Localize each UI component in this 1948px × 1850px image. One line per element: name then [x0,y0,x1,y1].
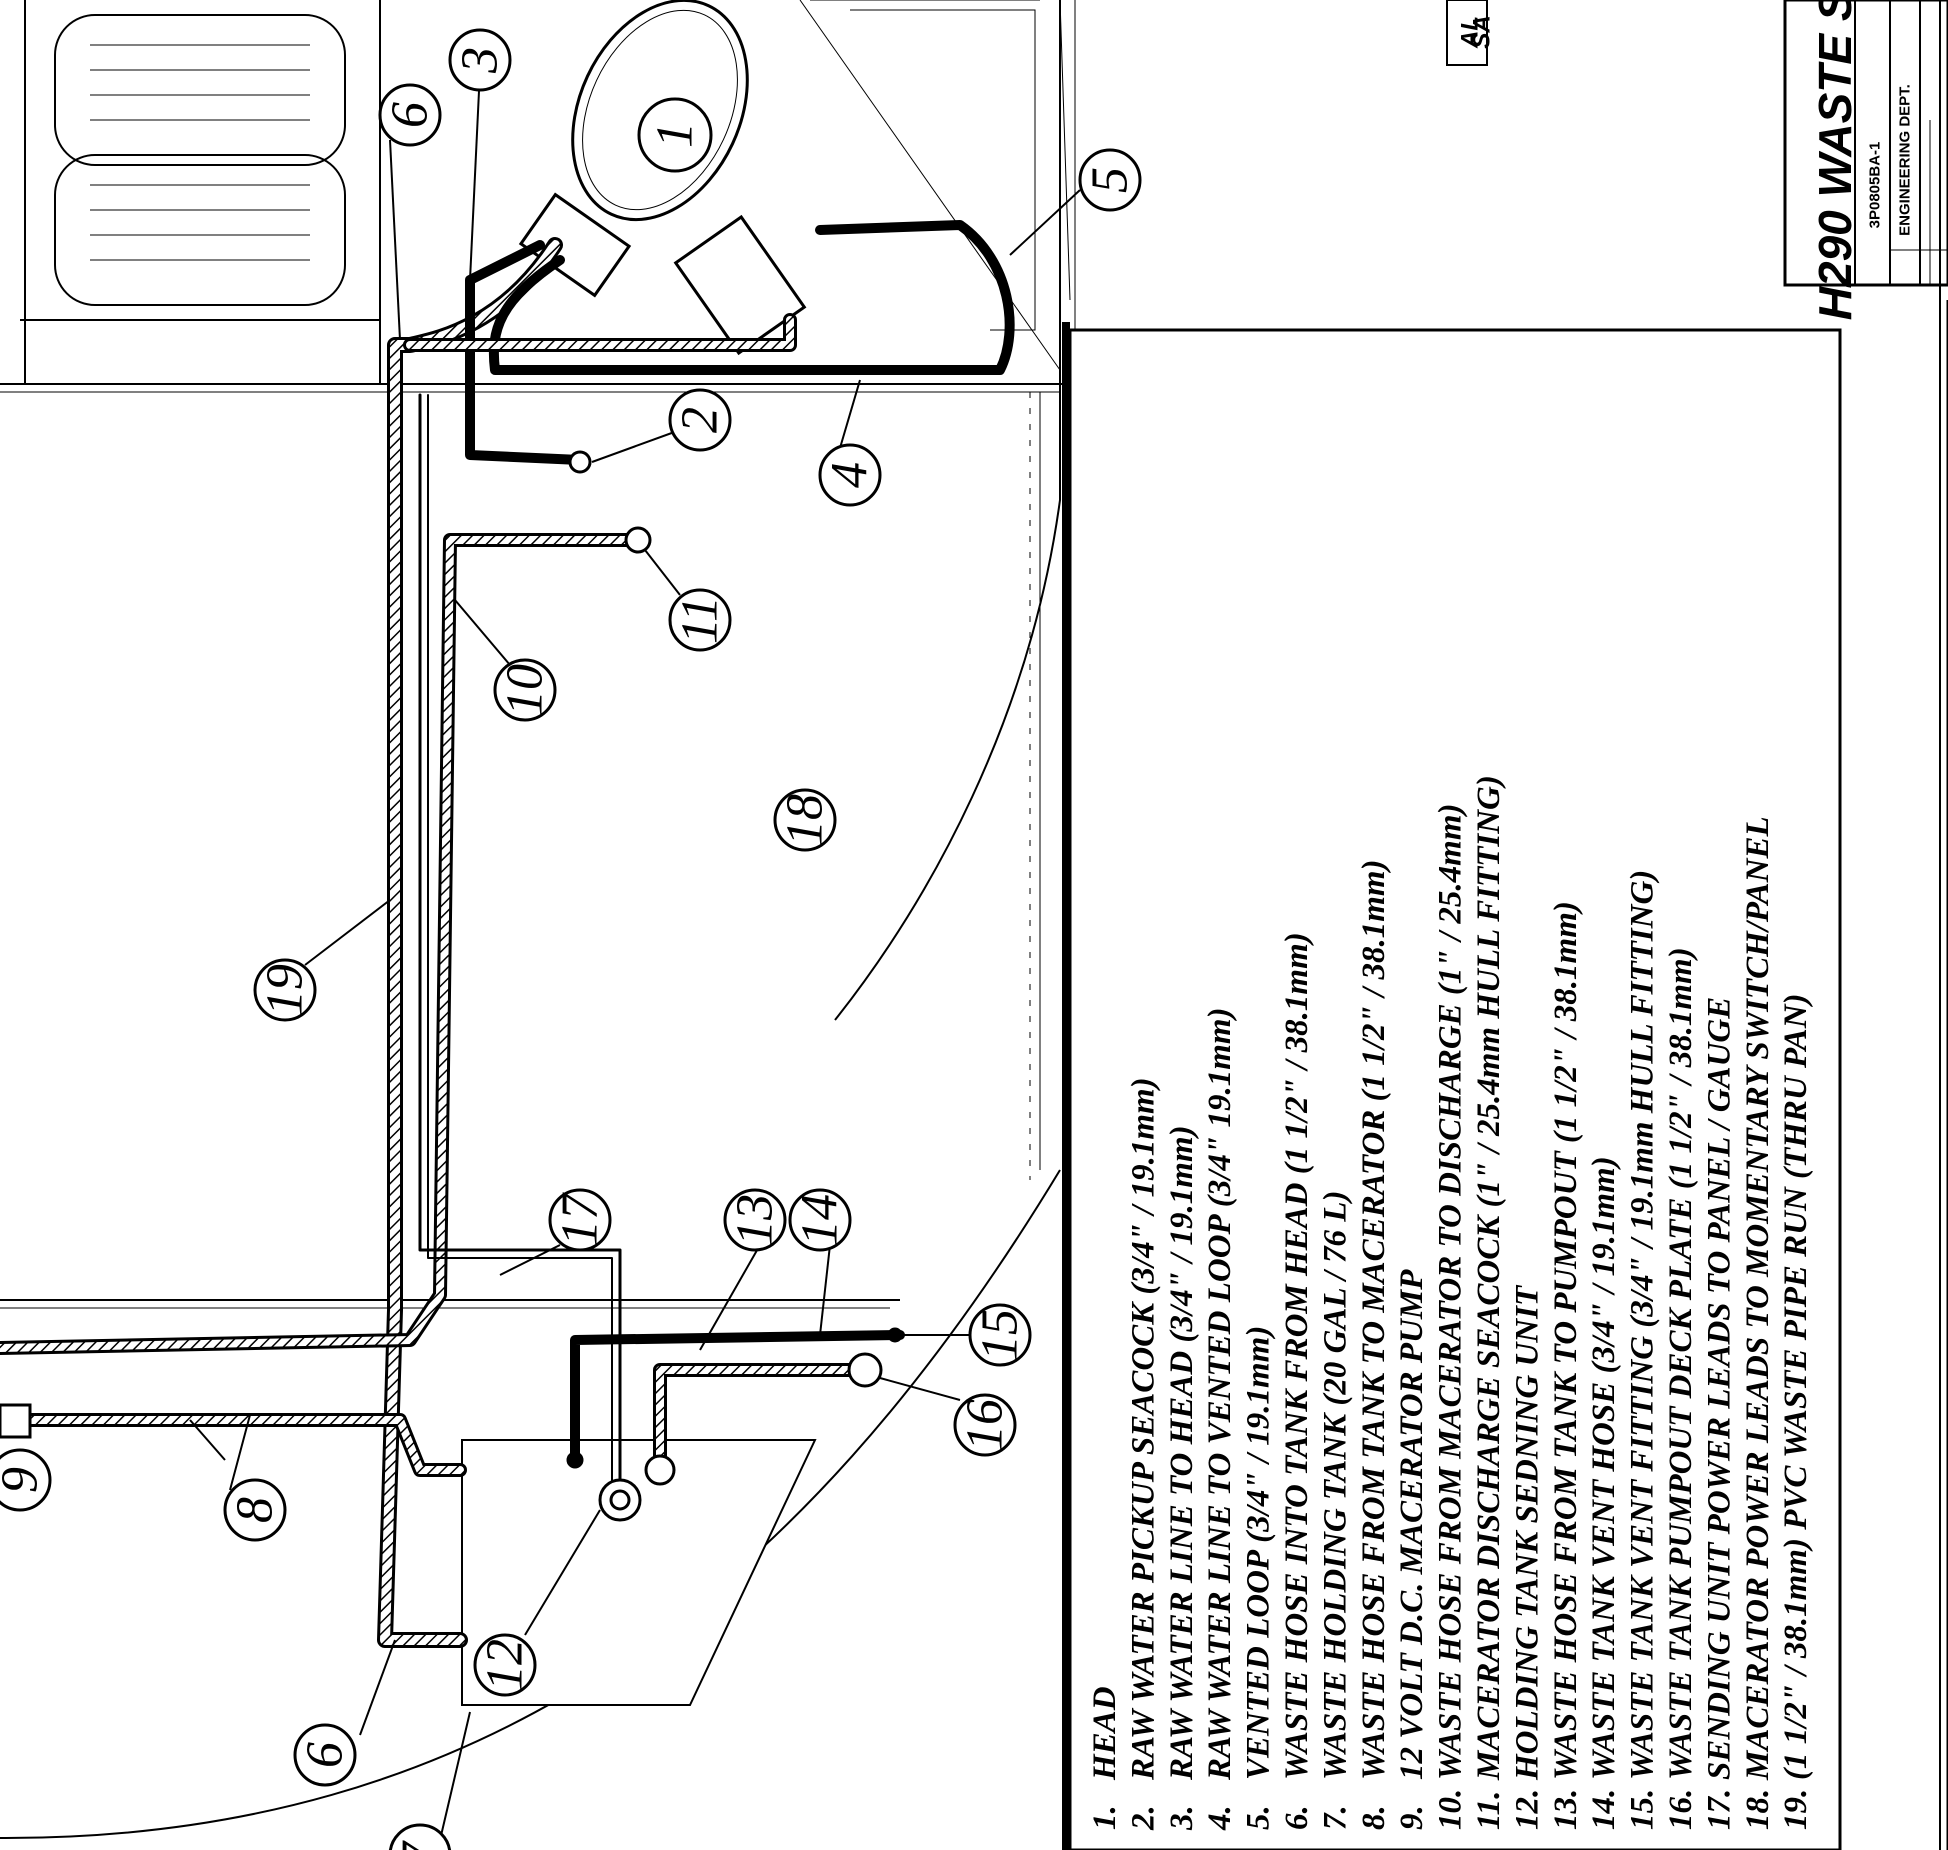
legend-number: 18. [1740,1789,1776,1830]
hose-runs [0,220,1015,1648]
title-block-title: H290 WASTE SY [1809,0,1861,320]
callout-circle-9 [0,1448,52,1512]
seat-cushions [20,0,381,384]
callout-circle-10 [493,658,557,722]
callout-circle-7 [388,1823,452,1850]
callout-label-14: 14 [792,1194,849,1246]
legend-item-text: RAW WATER PICKUP SEACOCK (3/4" / 19.1mm) [1125,1077,1161,1781]
callout-circle-6b [293,1723,357,1787]
callout-label-16: 16 [957,1399,1014,1451]
legend-number: 19. [1778,1789,1814,1830]
callout-circle-6a [378,83,442,147]
legend-number: 16. [1663,1789,1699,1830]
legend-item-text: WASTE HOSE FROM MACERATOR TO DISCHARGE (… [1433,804,1469,1780]
callout-label-3: 3 [452,47,509,74]
callout-circles [0,28,1142,1850]
callout-circle-13 [723,1188,787,1252]
legend-number: 11. [1471,1791,1507,1830]
callout-label-8: 8 [227,1497,284,1523]
stamp-line-1: AL [1457,16,1484,49]
callout-circle-12 [473,1633,537,1697]
legend-number: 3. [1164,1805,1200,1831]
head-toilet-bowl [518,0,807,356]
callout-label-11: 11 [672,596,729,644]
callout-label-12: 12 [477,1639,534,1691]
callout-label-6b: 6 [297,1742,354,1768]
title-block-department: ENGINEERING DEPT. [1897,84,1914,236]
legend-number: 9. [1394,1805,1430,1830]
legend-item-text: VENTED LOOP (3/4" / 19.1mm) [1241,1326,1277,1780]
callout-circle-18 [773,788,837,852]
legend-number: 7. [1317,1805,1353,1830]
callout-label-18: 18 [777,794,834,846]
legend-number: 17. [1701,1789,1737,1830]
callout-circle-15 [968,1303,1032,1367]
legend-number: 14. [1586,1789,1622,1830]
fittings [0,450,903,1522]
callout-circle-2 [668,388,732,452]
legend-number: 1. [1087,1805,1123,1830]
legend-item-text: MACERATOR POWER LEADS TO MOMENTARY SWITC… [1740,816,1776,1781]
callout-label-6a: 6 [382,102,439,128]
legend-item-text: RAW WATER LINE TO VENTED LOOP (3/4" 19.1… [1202,1007,1238,1781]
approval-stamp: AL SA [1446,0,1496,66]
legend-item-text: RAW WATER LINE TO HEAD (3/4" / 19.1mm) [1164,1125,1200,1781]
callout-label-2: 2 [672,407,729,433]
legend-number: 10. [1433,1789,1469,1830]
callout-circle-16 [953,1393,1017,1457]
legend-item-text: MACERATOR DISCHARGE SEACOCK (1" / 25.4mm… [1471,775,1507,1781]
callout-circle-5 [1078,148,1142,212]
legend-number: 6. [1279,1805,1315,1830]
legend-number: 15. [1625,1789,1661,1830]
legend-number: 8. [1356,1805,1392,1830]
title-block-drawing-number: 3P0805BA-1 [1867,142,1884,229]
legend-item-text: WASTE TANK VENT FITTING (3/4" / 19.1mm H… [1625,870,1661,1780]
legend-item-text: WASTE TANK VENT HOSE (3/4" / 19.1mm) [1586,1156,1622,1780]
legend-item-text: HOLDING TANK SEDNING UNIT [1509,1284,1545,1781]
callout-label-10: 10 [497,664,554,716]
bulkhead-lines [0,383,1070,1309]
callout-label-15: 15 [972,1309,1029,1361]
callout-label-1: 1 [647,122,704,148]
legend-item-text: WASTE HOSE FROM TANK TO MACERATOR (1 1/2… [1356,859,1392,1780]
stamp-line-2: SA [1469,15,1496,48]
legend-item-text: WASTE HOSE FROM TANK TO PUMPOUT (1 1/2" … [1548,901,1584,1780]
callout-label-13: 13 [727,1194,784,1246]
legend-item-text: 12 VOLT D.C. MACERATOR PUMP [1394,1269,1430,1780]
legend-item-text: WASTE TANK PUMPOUT DECK PLATE (1 1/2" / … [1663,947,1699,1780]
callout-labels: 1 2 3 4 5 6 6 7 8 9 10 11 12 13 14 15 16… [0,47,1139,1850]
title-block [1783,0,1948,1850]
legend-number: 4. [1202,1805,1238,1831]
callout-circle-8 [223,1478,287,1542]
callout-label-17: 17 [552,1192,609,1246]
callout-circle-11 [668,588,732,652]
callout-label-9: 9 [0,1467,49,1493]
callout-circle-17 [548,1188,612,1252]
legend-item-text: SENDING UNIT POWER LEADS TO PANEL / GAUG… [1701,997,1737,1780]
legend-number: 13. [1548,1789,1584,1830]
callout-label-5: 5 [1082,167,1139,193]
legend-item-text: WASTE HOSE INTO TANK FROM HEAD (1 1/2" /… [1279,932,1315,1780]
callout-label-19: 19 [257,964,314,1016]
callout-circle-3 [448,28,512,92]
callout-layer [189,69,1081,1841]
callout-circle-1 [637,97,713,173]
callout-circle-4 [818,443,882,507]
legend-number: 12. [1509,1789,1545,1830]
legend-item-text: HEAD [1087,1686,1123,1781]
callout-circle-19 [253,958,317,1022]
holding-tank [461,1439,817,1706]
legend-number: 2. [1125,1805,1161,1831]
legend-number: 5. [1241,1805,1277,1830]
callout-label-7: 7 [392,1840,449,1850]
legend-item-text: (1 1/2" / 38.1mm) PVC WASTE PIPE RUN (TH… [1778,993,1814,1780]
callout-label-4: 4 [822,462,879,488]
legend-item-text: WASTE HOLDING TANK (20 GAL / 76 L) [1317,1191,1353,1780]
callout-circle-14 [788,1188,852,1252]
